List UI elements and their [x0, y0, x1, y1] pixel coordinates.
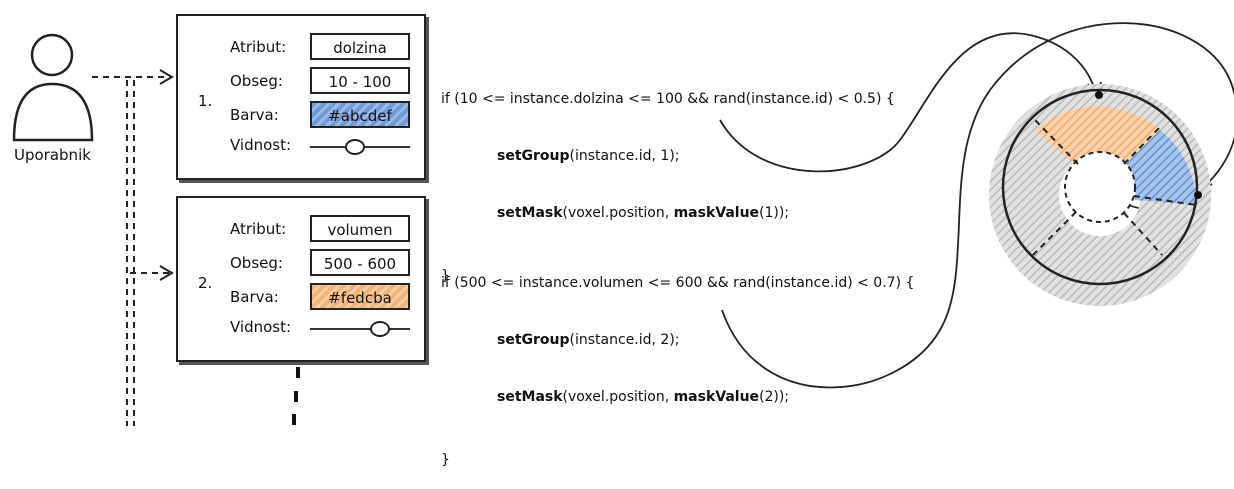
curve-arrow-1 [719, 32, 1097, 173]
panel-number: 2. [198, 274, 213, 292]
user-label: Uporabnik [14, 146, 91, 164]
diagram-canvas [12, 22, 1234, 426]
code-args: (instance.id, 1); [569, 148, 680, 164]
code-close: } [441, 268, 450, 284]
code-close: } [441, 452, 450, 468]
attribute-label: Atribut: [230, 38, 287, 56]
code-function: setGroup [497, 332, 570, 348]
range-input[interactable]: 500 - 600 [310, 249, 410, 276]
attribute-input[interactable]: dolzina [310, 33, 410, 60]
code-args: (instance.id, 2); [569, 332, 680, 348]
code-line: setGroup(instance.id, 2); [441, 331, 914, 350]
arrowhead-1 [159, 69, 174, 85]
code-block-1: if (10 <= instance.dolzina <= 100 && ran… [441, 52, 895, 305]
visibility-slider-knob[interactable] [370, 321, 390, 337]
arrowhead-2 [159, 265, 174, 281]
code-line: if (500 <= instance.volumen <= 600 && ra… [441, 275, 915, 291]
visibility-slider-track[interactable] [310, 328, 410, 330]
code-line: setMask(voxel.position, maskValue(2)); [441, 388, 914, 407]
attribute-panel-2: 2. Atribut: Obseg: Barva: Vidnost: volum… [176, 196, 426, 362]
code-function: maskValue [673, 205, 760, 221]
range-label: Obseg: [230, 254, 283, 272]
range-input[interactable]: 10 - 100 [310, 67, 410, 94]
code-function: maskValue [673, 389, 760, 405]
visibility-label: Vidnost: [230, 318, 292, 336]
curve-arrow-2 [721, 22, 1234, 389]
code-args: (voxel.position, [562, 389, 674, 405]
code-args: (voxel.position, [562, 205, 674, 221]
code-line: if (10 <= instance.dolzina <= 100 && ran… [441, 91, 895, 107]
attribute-panel-1: 1. Atribut: Obseg: Barva: Vidnost: dolzi… [176, 14, 426, 180]
color-input[interactable]: #fedcba [310, 283, 410, 310]
visibility-slider-knob[interactable] [345, 139, 365, 155]
range-label: Obseg: [230, 72, 283, 90]
code-args: (1)); [759, 205, 790, 221]
continuation-dots [292, 367, 300, 425]
color-label: Barva: [230, 106, 279, 124]
ring-diagram [989, 84, 1211, 306]
code-line: setMask(voxel.position, maskValue(1)); [441, 204, 895, 223]
code-args: (2)); [759, 389, 790, 405]
attribute-input[interactable]: volumen [310, 215, 410, 242]
code-line: setGroup(instance.id, 1); [441, 147, 895, 166]
user-icon [12, 33, 94, 142]
code-function: setGroup [497, 148, 570, 164]
code-block-2: if (500 <= instance.volumen <= 600 && ra… [441, 236, 914, 489]
color-label: Barva: [230, 288, 279, 306]
color-input[interactable]: #abcdef [310, 101, 410, 128]
attribute-label: Atribut: [230, 220, 287, 238]
panel-number: 1. [198, 92, 213, 110]
visibility-label: Vidnost: [230, 136, 292, 154]
code-function: setMask [497, 389, 563, 405]
code-function: setMask [497, 205, 563, 221]
